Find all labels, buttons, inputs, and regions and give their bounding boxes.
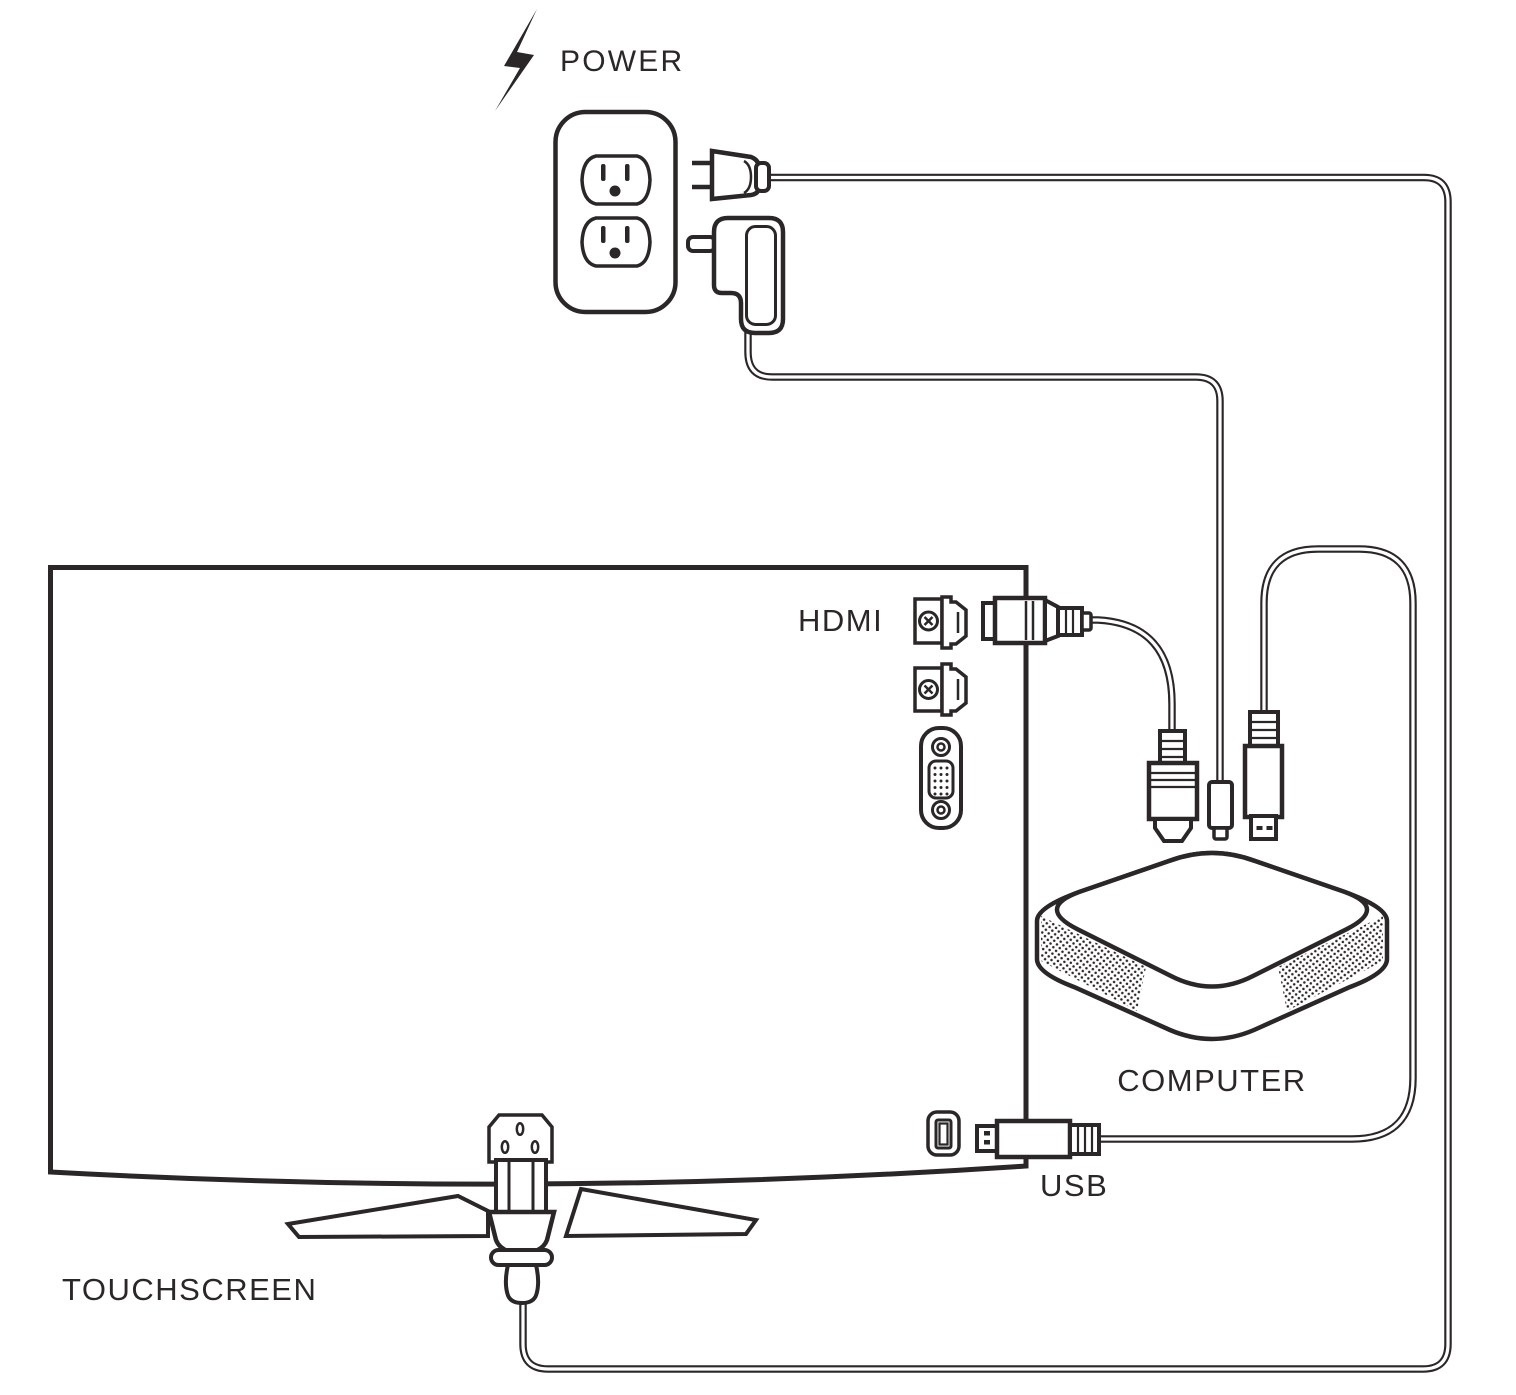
touchscreen-label: TOUCHSCREEN xyxy=(62,1272,317,1307)
computer-vent-right xyxy=(1278,916,1383,1011)
hdmi-connector-computer-end xyxy=(1146,729,1200,843)
adapter-cable xyxy=(744,326,1224,788)
power-plug xyxy=(692,148,771,202)
hdmi-port-1 xyxy=(913,595,968,650)
stand-foot-right xyxy=(563,1186,760,1239)
power-cable xyxy=(519,173,1452,1373)
computer-label: COMPUTER xyxy=(1117,1063,1306,1098)
hdmi-plug-tip xyxy=(1153,817,1193,843)
screw-icon xyxy=(931,737,951,757)
adapter-face xyxy=(745,225,777,326)
outlet-socket-top xyxy=(580,154,652,206)
screw-icon xyxy=(931,800,951,820)
computer-top-face xyxy=(1054,850,1370,989)
touchscreen-power-plug xyxy=(486,1209,557,1306)
hdmi-cable xyxy=(1084,616,1176,738)
usb-cable xyxy=(1091,545,1417,1143)
wall-outlet xyxy=(553,109,678,315)
power-inlet xyxy=(487,1113,554,1164)
plug-boot xyxy=(503,1263,541,1306)
usb-connector-screen-end xyxy=(975,1118,1101,1160)
touchscreen-panel xyxy=(48,565,1029,1187)
plug-collar xyxy=(489,1248,554,1267)
computer-vent-left xyxy=(1041,916,1146,1011)
hdmi-port-2 xyxy=(913,662,968,717)
power-label: POWER xyxy=(560,45,684,78)
vga-pins xyxy=(933,766,949,796)
stand-foot-left xyxy=(284,1193,490,1240)
outlet-plate xyxy=(553,109,678,315)
vga-port xyxy=(919,726,963,830)
usb-label: USB xyxy=(1040,1168,1108,1203)
adapter-prong xyxy=(686,235,717,253)
computer-power-connector xyxy=(1207,780,1234,841)
stand-neck xyxy=(494,1158,548,1214)
hdmi-connector-screen-end xyxy=(981,595,1093,646)
plug-neck xyxy=(754,161,771,193)
outlet-socket-bottom xyxy=(580,216,652,268)
power-adapter xyxy=(686,215,786,336)
touchscreen-outline xyxy=(48,565,1029,1187)
usb-port xyxy=(926,1110,961,1157)
lightning-bolt-icon xyxy=(495,9,537,111)
usb-connector-computer-end xyxy=(1242,710,1285,841)
computer xyxy=(1034,850,1390,1042)
hdmi-label: HDMI xyxy=(798,603,883,638)
plug-bell xyxy=(486,1209,557,1256)
